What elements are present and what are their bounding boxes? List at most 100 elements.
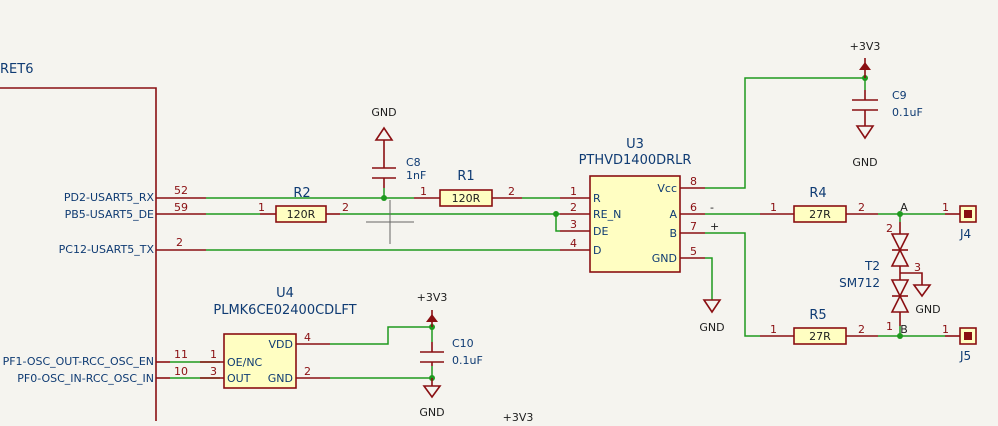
tvs-diode-t2[interactable]: 2 1 3 T2 SM712 xyxy=(839,222,923,333)
t2-pin1: 1 xyxy=(886,320,893,333)
mcu-outline xyxy=(0,87,157,421)
v33-label-u4: +3V3 xyxy=(417,291,448,304)
gnd-label-c9: GND xyxy=(852,156,877,169)
capacitor-c10[interactable]: C10 0.1uF xyxy=(420,337,483,367)
u3-b-polarity: + xyxy=(710,220,719,233)
junction-a[interactable] xyxy=(897,211,903,217)
u3-pin-re-n: RE_N xyxy=(593,208,621,221)
resistor-r5[interactable]: 27R R5 1 2 xyxy=(760,308,878,345)
cursor-crosshair-icon xyxy=(366,200,414,244)
r2-pin1: 1 xyxy=(258,201,265,214)
u4-pin-out: OUT xyxy=(227,372,251,385)
gnd-symbol-c9[interactable]: GND xyxy=(852,125,878,169)
u4-pin-num-gnd: 2 xyxy=(304,365,311,378)
u3-value: PTHVD1400DRLR xyxy=(579,153,692,168)
u3-pin-r: R xyxy=(593,192,601,205)
u3-pin-num-a: 6 xyxy=(690,201,697,214)
wire-u3-gnd[interactable] xyxy=(705,257,713,300)
u4-pin-num-vdd: 4 xyxy=(304,331,311,344)
j4-ref: J4 xyxy=(959,227,971,241)
ic-u3[interactable]: U3 PTHVD1400DRLR 1 2 3 4 R RE_N DE D 8 6… xyxy=(560,137,719,273)
t2-value: SM712 xyxy=(839,276,880,290)
mcu-net-tx: PC12-USART5_TX xyxy=(59,243,155,256)
wire-u4-gnd[interactable] xyxy=(330,366,433,379)
u4-pin-num-out: 3 xyxy=(210,365,217,378)
gnd-symbol-u3[interactable]: GND xyxy=(699,299,725,334)
u3-ref: U3 xyxy=(626,137,644,152)
u3-pin-b: B xyxy=(669,227,677,240)
net-label-a[interactable]: A xyxy=(900,201,908,214)
power-3v3-top[interactable]: +3V3 xyxy=(850,40,881,78)
mcu-pin-num-osc-in: 10 xyxy=(174,365,188,378)
junction-de[interactable] xyxy=(553,211,559,217)
u3-pin-a: A xyxy=(669,208,677,221)
junction-rx[interactable] xyxy=(381,195,387,201)
power-3v3-u4[interactable]: +3V3 xyxy=(417,291,448,327)
wire-u4-vdd[interactable] xyxy=(330,326,433,345)
wire-b-left[interactable] xyxy=(705,232,760,337)
u3-pin-num-gnd: 5 xyxy=(690,245,697,258)
c10-value: 0.1uF xyxy=(452,354,483,367)
c10-ref: C10 xyxy=(452,337,474,350)
resistor-r2[interactable]: 120R R2 1 2 xyxy=(258,186,349,223)
resistor-r4[interactable]: 27R R4 1 2 xyxy=(760,186,878,223)
c9-ref: C9 xyxy=(892,89,907,102)
mcu-pin-num-tx: 2 xyxy=(176,236,183,249)
r1-value: 120R xyxy=(452,192,481,205)
mcu-net-rx: PD2-USART5_RX xyxy=(64,191,155,204)
u4-value: PLMK6CE02400CDLFT xyxy=(213,303,356,318)
net-label-b[interactable]: B xyxy=(900,323,908,336)
t2-pin2: 2 xyxy=(886,222,893,235)
connector-j4[interactable]: 1 J4 xyxy=(942,201,977,241)
u3-pin-num-vcc: 8 xyxy=(690,175,697,188)
u3-body xyxy=(589,175,681,273)
u3-pin-de: DE xyxy=(593,225,608,238)
mcu-ref: RET6 xyxy=(0,62,33,77)
mcu-pin-num-osc-en: 11 xyxy=(174,348,188,361)
c8-value: 1nF xyxy=(406,169,426,182)
capacitor-c9[interactable]: C9 0.1uF xyxy=(852,89,923,126)
resistor-r1[interactable]: 120R R1 1 2 xyxy=(414,169,522,207)
c9-value: 0.1uF xyxy=(892,106,923,119)
r2-pin2: 2 xyxy=(342,201,349,214)
wire-de-re-bridge[interactable] xyxy=(555,214,560,232)
r1-ref: R1 xyxy=(457,169,474,184)
ic-u4[interactable]: U4 PLMK6CE02400CDLFT 1 3 4 2 OE/NC OUT V… xyxy=(200,286,357,389)
gnd-symbol-t2[interactable]: GND xyxy=(912,284,941,316)
u3-pin-num-de: 3 xyxy=(570,218,577,231)
r5-pin2: 2 xyxy=(858,323,865,336)
gnd-label-t2: GND xyxy=(915,303,940,316)
r1-pin2: 2 xyxy=(508,185,515,198)
r2-value: 120R xyxy=(287,208,316,221)
u4-pin-vdd: VDD xyxy=(269,338,293,351)
u4-pin-num-oe: 1 xyxy=(210,348,217,361)
wire-vcc[interactable] xyxy=(705,77,866,189)
r5-value: 27R xyxy=(809,330,831,343)
t2-ref: T2 xyxy=(864,259,880,273)
mcu-net-osc-en: PF1-OSC_OUT-RCC_OSC_EN xyxy=(3,355,154,368)
r5-ref: R5 xyxy=(809,308,826,323)
j5-ref: J5 xyxy=(959,349,971,363)
u3-pin-num-d: 4 xyxy=(570,237,577,250)
r4-ref: R4 xyxy=(809,186,826,201)
r4-pin1: 1 xyxy=(770,201,777,214)
u3-pin-num-r: 1 xyxy=(570,185,577,198)
u3-pin-vcc: Vcc xyxy=(657,182,677,195)
mcu-pin-num-rx: 52 xyxy=(174,184,188,197)
connector-j5[interactable]: 1 J5 xyxy=(942,323,977,363)
mcu-symbol[interactable]: RET6 52 59 2 11 10 PD2-USART5_RX PB5-USA… xyxy=(0,62,206,421)
u3-pin-d: D xyxy=(593,244,601,257)
gnd-symbol-c10[interactable]: GND xyxy=(419,378,445,419)
u4-body xyxy=(223,333,297,389)
v33-label-top: +3V3 xyxy=(850,40,881,53)
u3-a-polarity: - xyxy=(710,201,714,214)
t2-pin3: 3 xyxy=(914,261,921,274)
mcu-net-de: PB5-USART5_DE xyxy=(65,208,154,221)
r2-ref: R2 xyxy=(293,186,310,201)
gnd-symbol-c8[interactable]: GND xyxy=(371,106,397,141)
junction-b[interactable] xyxy=(897,333,903,339)
r1-pin1: 1 xyxy=(420,185,427,198)
capacitor-c8[interactable]: C8 1nF xyxy=(372,140,426,188)
